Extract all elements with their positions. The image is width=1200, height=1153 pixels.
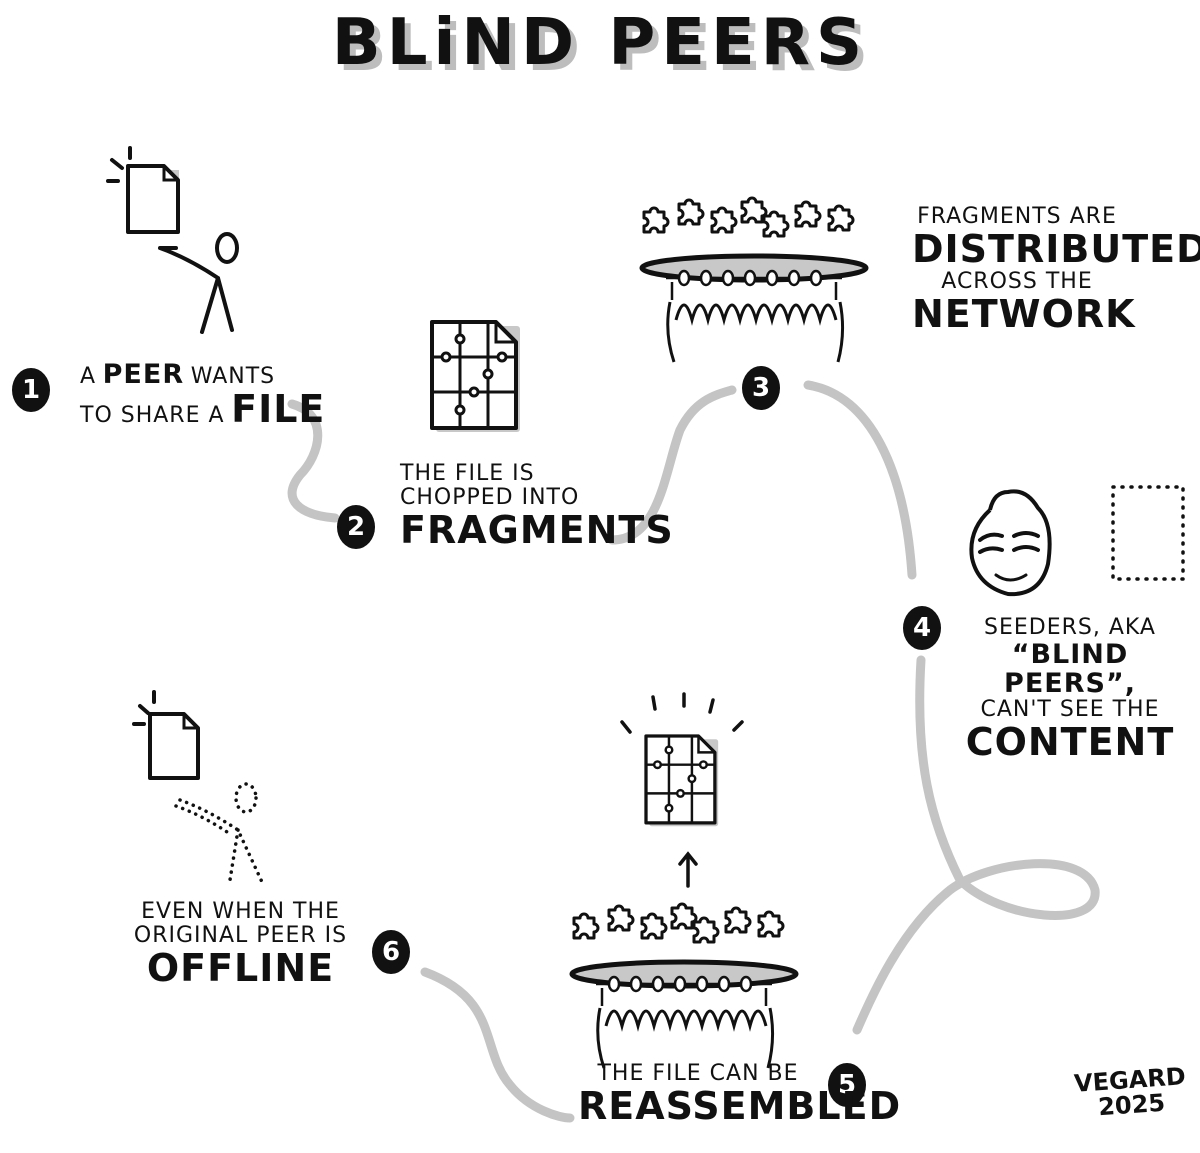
step-6-text: EVEN WHEN THE ORIGINAL PEER IS OFFLINE	[133, 899, 348, 990]
step-3-badge: 3	[742, 366, 780, 410]
hidden-content-box	[1111, 485, 1185, 581]
step-1-badge: 1	[12, 368, 50, 412]
connector-1-2	[287, 399, 340, 523]
step-3-text: FRAGMENTS ARE DISTRIBUTED ACROSS THE NET…	[912, 204, 1200, 336]
step-4-badge: 4	[903, 606, 941, 650]
connector-4-5	[852, 655, 1100, 1035]
connector-6-5	[420, 967, 575, 1123]
step-5-badge: 5	[828, 1063, 866, 1107]
step-6-badge: 6	[372, 930, 410, 974]
step-2-badge: 2	[337, 505, 375, 549]
artist-signature: VEGARD 2025	[1073, 1062, 1187, 1122]
puzzle-file-icon	[430, 320, 522, 434]
connector-2-3	[607, 385, 737, 545]
step-4-text: SEEDERS, AKA “BLIND PEERS”, CAN'T SEE TH…	[965, 615, 1175, 764]
page-title: BLiND PEERS	[331, 6, 869, 80]
reassembled-file-icon	[572, 692, 796, 1068]
step-1-text: A PEER WANTS TO SHARE A FILE	[80, 359, 326, 432]
person-holding-file-icon	[106, 146, 239, 334]
blindfolded-face-icon	[969, 489, 1052, 597]
connector-3-4	[803, 380, 917, 580]
step-2-text: THE FILE IS CHOPPED INTO FRAGMENTS	[400, 461, 674, 552]
connector-paths	[287, 380, 1100, 1123]
fragments-over-network-icon	[642, 198, 866, 362]
offline-person-icon	[132, 690, 264, 884]
step-5-text: THE FILE CAN BE REASSEMBLED	[578, 1061, 902, 1128]
